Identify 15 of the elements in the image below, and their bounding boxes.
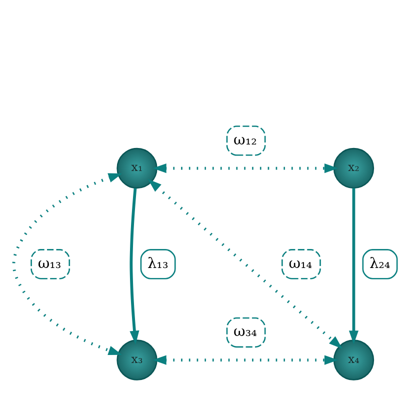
- arrow: [152, 354, 338, 364]
- edge-label: ω₁₂: [234, 132, 257, 148]
- node-circle: x₂: [333, 147, 374, 188]
- edge-label: ω₁₃: [38, 255, 62, 272]
- node-circle: x₃: [116, 339, 158, 380]
- arrow: [152, 163, 338, 173]
- edge-label: ω₃₄: [234, 324, 257, 340]
- arrow: [130, 188, 140, 344]
- arrow: [12, 172, 122, 355]
- node-circle: x₁: [116, 147, 158, 188]
- edge-label: λ₁₃: [148, 255, 168, 272]
- edge-label: λ₂₄: [369, 255, 390, 272]
- arrow: [348, 188, 359, 344]
- node-circle: x₄: [333, 339, 374, 380]
- edge-label: ω₁₄: [288, 255, 312, 272]
